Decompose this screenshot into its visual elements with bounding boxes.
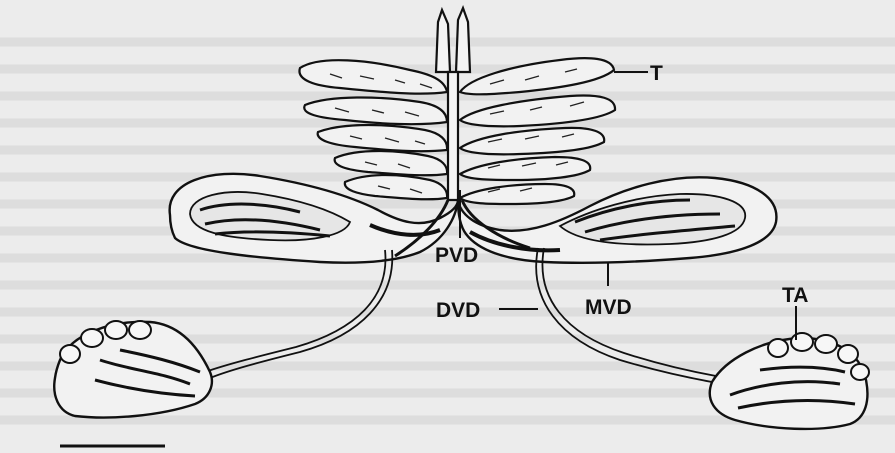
- label-pvd: PVD: [435, 244, 478, 267]
- label-ta: TA: [782, 284, 808, 307]
- label-dvd: DVD: [436, 299, 480, 322]
- label-mvd: MVD: [585, 296, 632, 319]
- right-terminal-ampulla: [710, 333, 869, 429]
- label-t: T: [650, 62, 663, 85]
- right-testis-lobes: [460, 58, 615, 204]
